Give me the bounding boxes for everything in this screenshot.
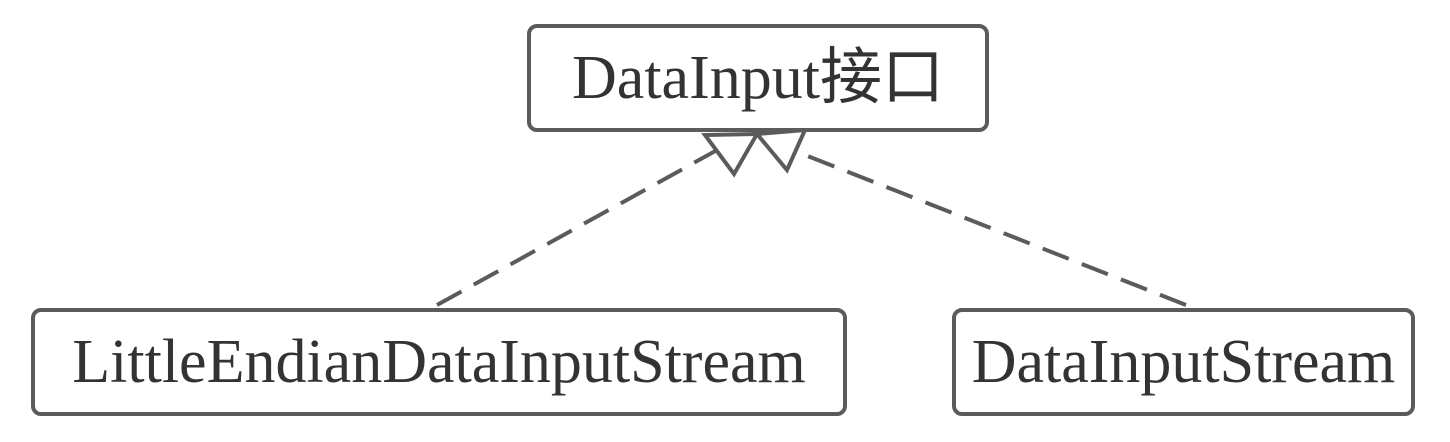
realization-edge-data-input-stream — [753, 127, 1187, 307]
dashed-line — [436, 147, 720, 307]
node-label: LittleEndianDataInputStream — [72, 328, 806, 396]
class-node-littleendiandatainputstream[interactable]: LittleEndianDataInputStream — [31, 308, 847, 416]
hollow-triangle-arrowhead — [753, 127, 809, 174]
dashed-line — [794, 149, 1187, 307]
node-label: DataInput接口 — [572, 44, 944, 112]
class-node-datainputstream[interactable]: DataInputStream — [952, 308, 1415, 416]
node-label: DataInputStream — [971, 328, 1396, 396]
realization-edge-little-endian — [436, 131, 761, 307]
hollow-triangle-arrowhead — [701, 131, 761, 178]
interface-node-datainput[interactable]: DataInput接口 — [527, 24, 989, 132]
